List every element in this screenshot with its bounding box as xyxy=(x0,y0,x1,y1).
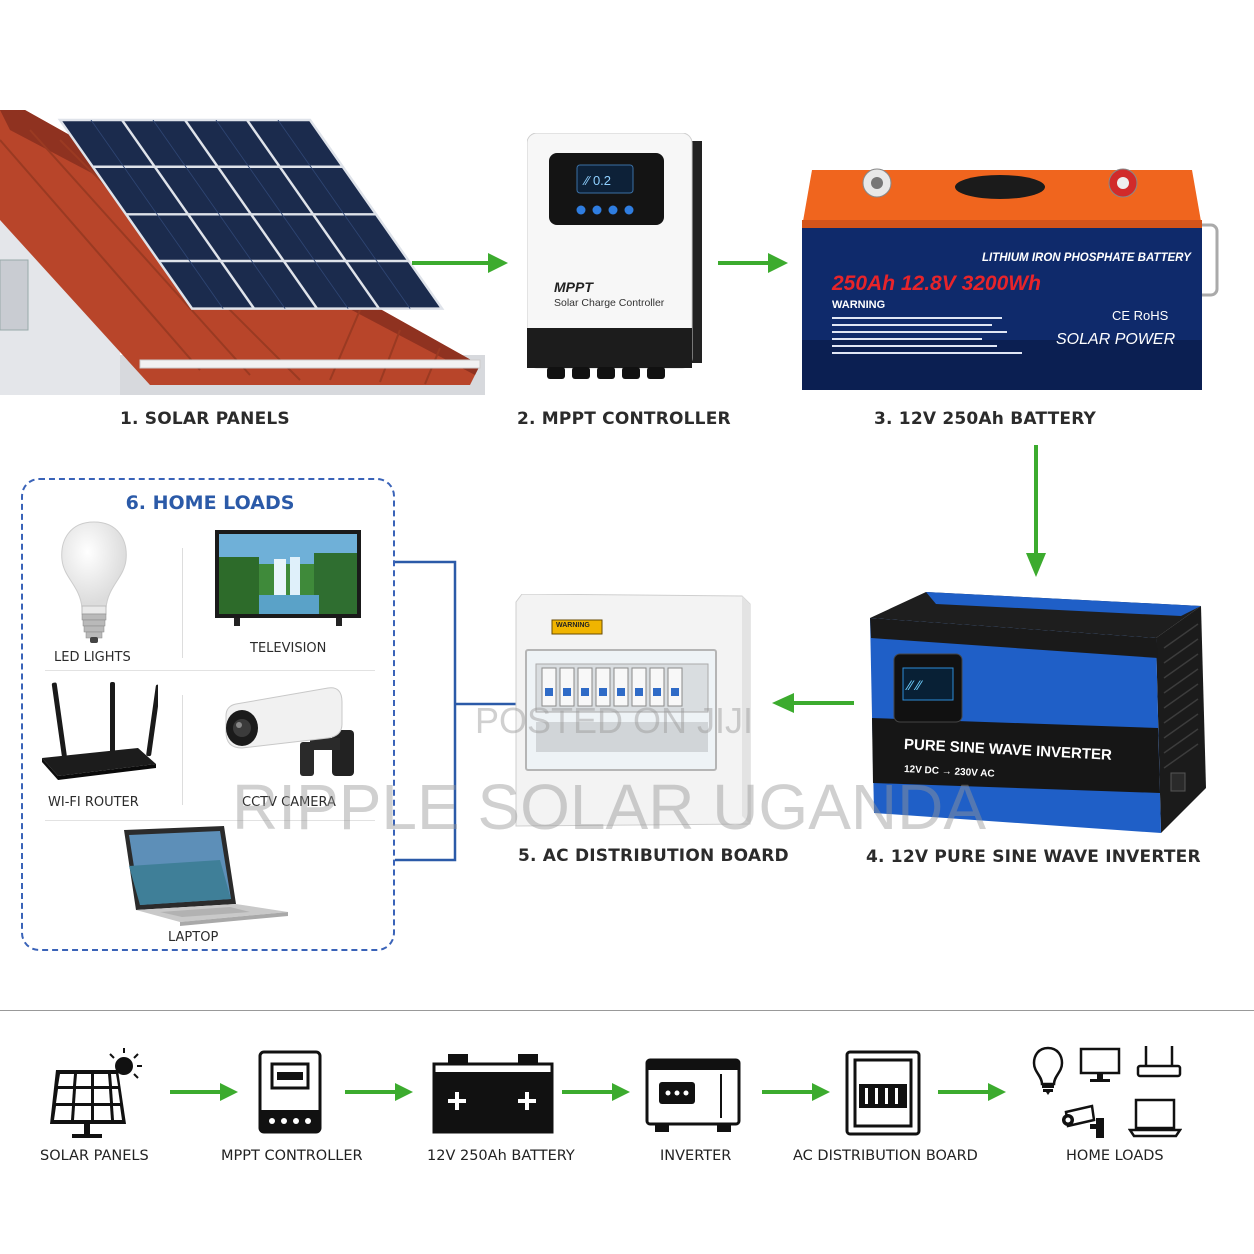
battery-spec-text: 250Ah 12.8V 3200Wh xyxy=(832,272,1041,295)
flow-solar-label: SOLAR PANELS xyxy=(40,1148,149,1164)
board-warning-label: WARNING xyxy=(556,622,590,629)
cctv-camera-icon xyxy=(225,687,354,776)
home-loads-title: 6. HOME LOADS xyxy=(125,492,295,514)
battery-warning-text: WARNING xyxy=(832,299,886,311)
flow-loads-label: HOME LOADS xyxy=(1066,1148,1164,1164)
light-bulb-icon xyxy=(1032,1046,1064,1095)
television-icon xyxy=(215,530,361,626)
solar-panel-icon xyxy=(50,1048,142,1138)
grid-divider xyxy=(45,820,375,821)
battery-icon xyxy=(432,1054,554,1134)
mppt-controller-icon xyxy=(258,1050,322,1134)
arrow-left-icon xyxy=(772,693,854,713)
section-divider xyxy=(0,1010,1254,1011)
step-mppt-label: 2. MPPT CONTROLLER xyxy=(517,409,731,429)
load-laptop-label: LAPTOP xyxy=(168,930,219,945)
grid-divider xyxy=(182,548,183,658)
distribution-board-icon xyxy=(845,1050,921,1136)
flow-inverter-label: INVERTER xyxy=(660,1148,732,1164)
battery-brand-text: SOLAR POWER xyxy=(1056,331,1176,348)
battery-cert-text: CE RoHS xyxy=(1112,308,1169,323)
home-loads-box: 6. HOME LOADS xyxy=(21,478,395,951)
load-cctv-label: CCTV CAMERA xyxy=(242,795,336,810)
arrow-right-icon xyxy=(938,1083,1006,1101)
arrow-right-icon xyxy=(762,1083,830,1101)
step-ac-board-label: 5. AC DISTRIBUTION BOARD xyxy=(518,846,789,866)
load-tv-label: TELEVISION xyxy=(250,641,327,656)
inverter-icon xyxy=(645,1058,741,1132)
grid-divider xyxy=(45,670,375,671)
arrow-right-icon xyxy=(412,253,508,273)
arrow-right-icon xyxy=(345,1083,413,1101)
ac-distribution-board-image xyxy=(515,594,751,827)
arrow-down-icon xyxy=(1026,445,1046,577)
mppt-subtitle-text: Solar Charge Controller xyxy=(554,297,665,309)
arrow-right-icon xyxy=(170,1083,238,1101)
inverter-image: ⁄⁄ ⁄⁄ PURE SINE WAVE INVERTER 12V DC → 2… xyxy=(866,588,1211,836)
step-battery-label: 3. 12V 250Ah BATTERY xyxy=(874,409,1097,429)
router-icon xyxy=(1136,1046,1182,1078)
monitor-icon xyxy=(1079,1047,1121,1082)
battery-image: LITHIUM IRON PHOSPHATE BATTERY 250Ah 12.… xyxy=(800,165,1220,395)
flow-board-label: AC DISTRIBUTION BOARD xyxy=(793,1148,978,1164)
flow-mppt-label: MPPT CONTROLLER xyxy=(221,1148,363,1164)
step-inverter-label: 4. 12V PURE SINE WAVE INVERTER xyxy=(866,847,1201,867)
solar-panels-image xyxy=(0,110,485,395)
arrow-right-icon xyxy=(718,253,788,273)
step-solar-panels-label: 1. SOLAR PANELS xyxy=(120,409,290,429)
battery-type-text: LITHIUM IRON PHOSPHATE BATTERY xyxy=(982,252,1191,264)
mppt-controller-image: ⁄⁄ 0.2 MPPT Solar Charge Controller xyxy=(527,133,707,383)
led-bulb-icon xyxy=(61,521,127,643)
security-camera-icon xyxy=(1062,1104,1104,1138)
arrow-right-icon xyxy=(562,1083,630,1101)
load-led-label: LED LIGHTS xyxy=(54,650,131,665)
svg-text:⁄⁄ ⁄⁄: ⁄⁄ ⁄⁄ xyxy=(905,677,924,693)
wifi-router-icon xyxy=(42,682,158,780)
laptop-small-icon xyxy=(1128,1098,1182,1138)
load-router-label: WI-FI ROUTER xyxy=(48,795,139,810)
svg-text:⁄⁄ 0.2: ⁄⁄ 0.2 xyxy=(582,173,611,188)
flow-battery-label: 12V 250Ah BATTERY xyxy=(427,1148,575,1164)
mppt-title-text: MPPT xyxy=(554,279,593,295)
grid-divider xyxy=(182,695,183,805)
laptop-icon xyxy=(124,826,288,926)
connector-line xyxy=(395,560,523,862)
